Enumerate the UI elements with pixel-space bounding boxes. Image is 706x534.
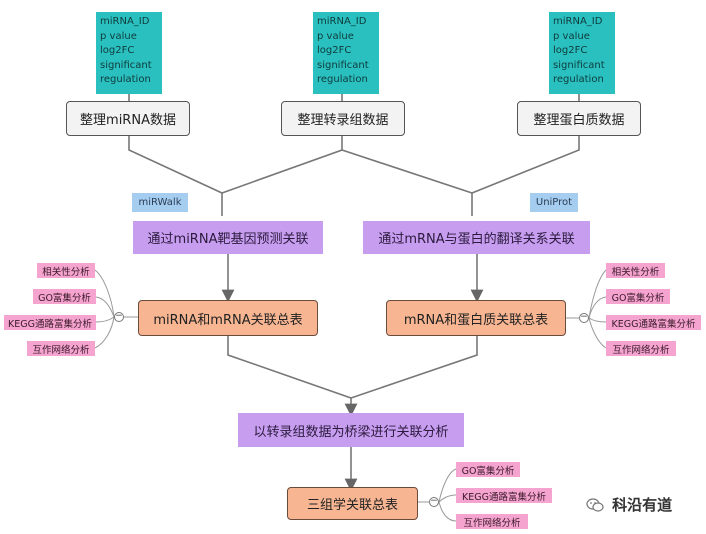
field-list-right: miRNA_ID p value log2FC significant regu… [549,12,615,94]
analysis-left-kegg[interactable]: KEGG通路富集分析 [4,315,96,330]
node-three-omics-summary[interactable]: 三组学关联总表 [287,487,418,520]
node-mrna-protein-summary[interactable]: mRNA和蛋白质关联总表 [386,300,566,336]
collapse-toggle-left[interactable]: − [114,311,124,322]
tool-label-mirwalk: miRWalk [132,193,188,212]
node-transcriptome-data[interactable]: 整理转录组数据 [281,101,405,136]
field-list-middle: miRNA_ID p value log2FC significant regu… [313,12,379,94]
watermark-text: 科沿有道 [612,496,673,514]
analysis-right-kegg[interactable]: KEGG通路富集分析 [606,315,701,330]
wechat-icon [586,498,608,514]
collapse-toggle-bottom[interactable]: − [429,496,439,507]
node-mrna-protein-association[interactable]: 通过mRNA与蛋白的翻译关系关联 [363,221,590,254]
analysis-right-network[interactable]: 互作网络分析 [606,341,676,356]
node-bridge-analysis[interactable]: 以转录组数据为桥梁进行关联分析 [238,413,464,447]
node-mirna-mrna-summary[interactable]: miRNA和mRNA关联总表 [138,300,318,336]
analysis-bottom-kegg[interactable]: KEGG通路富集分析 [456,488,552,503]
analysis-left-network[interactable]: 互作网络分析 [27,341,95,356]
analysis-right-go[interactable]: GO富集分析 [606,289,670,304]
watermark: 科沿有道 [586,494,672,515]
node-mirna-data[interactable]: 整理miRNA数据 [66,101,190,136]
analysis-bottom-network[interactable]: 互作网络分析 [456,514,528,529]
field-list-left: miRNA_ID p value log2FC significant regu… [96,12,162,94]
analysis-left-go[interactable]: GO富集分析 [33,289,96,304]
analysis-bottom-go[interactable]: GO富集分析 [456,462,520,477]
node-protein-data[interactable]: 整理蛋白质数据 [517,101,641,136]
node-mirna-target-association[interactable]: 通过miRNA靶基因预测关联 [133,221,323,254]
collapse-toggle-right[interactable]: − [579,312,589,323]
analysis-left-correlation[interactable]: 相关性分析 [37,263,95,278]
analysis-right-correlation[interactable]: 相关性分析 [606,263,665,278]
tool-label-uniprot: UniProt [530,193,578,212]
